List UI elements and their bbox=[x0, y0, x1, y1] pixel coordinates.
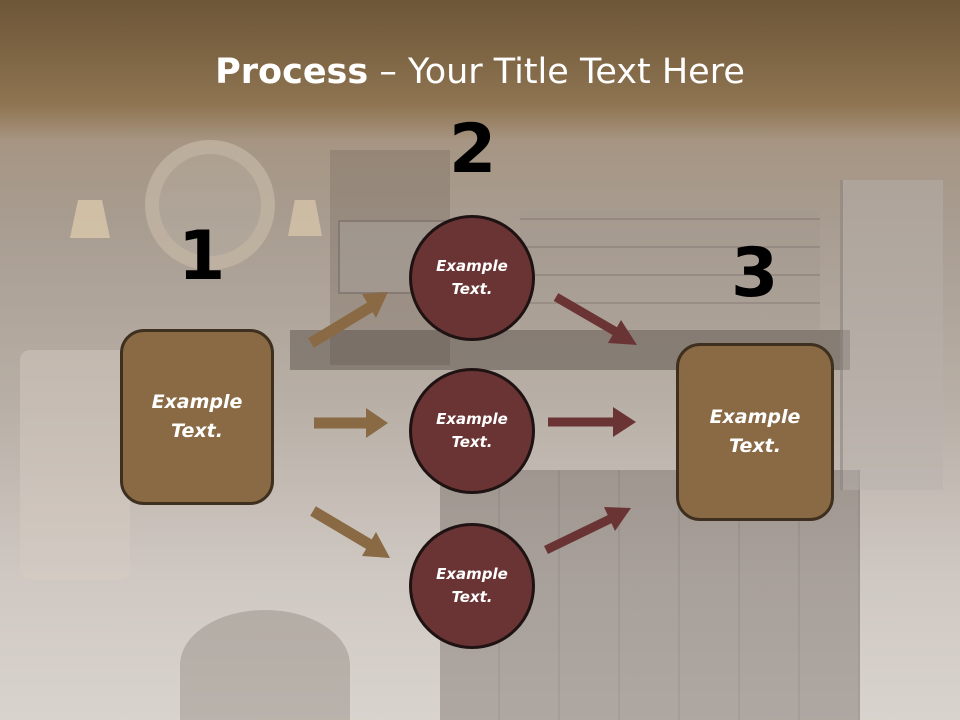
arrow-right-up[interactable] bbox=[544, 507, 631, 555]
circle-bottom-text: Example Text. bbox=[436, 565, 508, 606]
background-mirror bbox=[145, 140, 275, 270]
left-box[interactable]: Example Text. bbox=[120, 329, 274, 505]
arrow-right-down[interactable] bbox=[553, 293, 637, 345]
background-fridge bbox=[840, 180, 943, 490]
right-box-text: Example Text. bbox=[709, 406, 801, 457]
background-chair bbox=[20, 350, 130, 580]
step-number-2[interactable]: 2 bbox=[449, 110, 497, 189]
background-plant bbox=[180, 610, 350, 720]
right-box[interactable]: Example Text. bbox=[676, 343, 834, 521]
circle-top[interactable]: Example Text. bbox=[409, 215, 535, 341]
title-rest: – Your Title Text Here bbox=[368, 52, 745, 92]
left-box-text: Example Text. bbox=[151, 391, 243, 442]
step-number-3[interactable]: 3 bbox=[731, 234, 779, 313]
header-band bbox=[0, 0, 960, 140]
step-number-1[interactable]: 1 bbox=[178, 217, 226, 296]
circle-middle-text: Example Text. bbox=[436, 410, 508, 451]
arrow-left-middle[interactable] bbox=[314, 408, 388, 438]
arrow-right-middle[interactable] bbox=[548, 407, 636, 437]
circle-bottom[interactable]: Example Text. bbox=[409, 523, 535, 649]
arrow-left-down[interactable] bbox=[310, 506, 390, 558]
circle-top-text: Example Text. bbox=[436, 257, 508, 298]
slide-title[interactable]: Process – Your Title Text Here bbox=[0, 52, 960, 92]
circle-middle[interactable]: Example Text. bbox=[409, 368, 535, 494]
title-bold: Process bbox=[215, 52, 369, 92]
arrow-left-up[interactable] bbox=[308, 292, 388, 348]
